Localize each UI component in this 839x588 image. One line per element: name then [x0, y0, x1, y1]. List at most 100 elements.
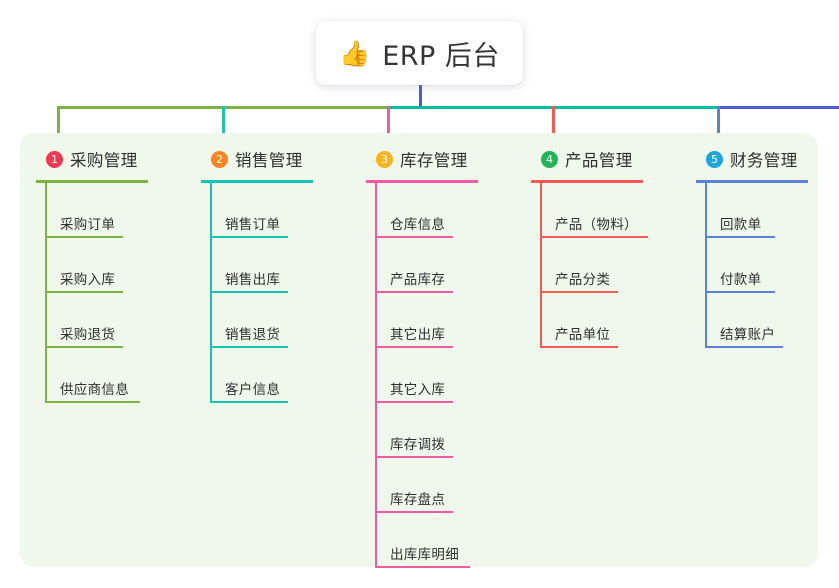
branch-badge-inventory: 3 [376, 150, 393, 168]
leaf-item-label: 销售订单 [225, 217, 281, 233]
leaf-item-rule [45, 291, 123, 293]
leaf-item[interactable]: 其它入库 [366, 348, 516, 403]
branch-title-finance: 财务管理 [730, 151, 798, 170]
leaf-item[interactable]: 其它出库 [366, 293, 516, 348]
leaf-item-rule [705, 236, 775, 238]
leaf-item-label: 采购订单 [60, 217, 116, 233]
branch-children-finance: 回款单付款单结算账户 [696, 183, 839, 348]
leaf-item[interactable]: 采购入库 [36, 238, 186, 293]
root-node[interactable]: 👍 ERP 后台 [316, 21, 523, 85]
leaf-item-label: 库存盘点 [390, 492, 446, 508]
leaf-item-rule [540, 346, 618, 348]
thumbs-up-icon: 👍 [339, 38, 371, 68]
branch-spine-purchase [45, 183, 47, 403]
leaf-item-rule [45, 346, 123, 348]
branch-children-inventory: 仓库信息产品库存其它出库其它入库库存调拨库存盘点出库库明细 [366, 183, 516, 568]
leaf-item-label: 采购退货 [60, 327, 116, 343]
leaf-item[interactable]: 仓库信息 [366, 183, 516, 238]
branch-title-sales: 销售管理 [235, 151, 303, 170]
leaf-item[interactable]: 销售订单 [201, 183, 351, 238]
leaf-item-rule [375, 346, 453, 348]
branch-header-sales[interactable]: 2 销售管理 [201, 146, 351, 172]
leaf-item-rule [210, 401, 288, 403]
leaf-item[interactable]: 采购退货 [36, 293, 186, 348]
leaf-item[interactable]: 销售出库 [201, 238, 351, 293]
leaf-item[interactable]: 库存调拨 [366, 403, 516, 458]
leaf-item-label: 其它入库 [390, 382, 446, 398]
branch-spine-product [540, 183, 542, 348]
leaf-item[interactable]: 库存盘点 [366, 458, 516, 513]
leaf-item[interactable]: 销售退货 [201, 293, 351, 348]
leaf-item[interactable]: 产品单位 [531, 293, 686, 348]
leaf-item[interactable]: 回款单 [696, 183, 839, 238]
root-node-content: 👍 ERP 后台 [339, 34, 500, 73]
leaf-item-rule [210, 346, 288, 348]
leaf-item-label: 产品分类 [555, 272, 611, 288]
leaf-item-label: 销售出库 [225, 272, 281, 288]
leaf-item[interactable]: 采购订单 [36, 183, 186, 238]
branch-header-rule-inventory [366, 180, 478, 183]
leaf-item-label: 产品（物料） [555, 217, 638, 233]
leaf-item-label: 客户信息 [225, 382, 281, 398]
branch-column-inventory: 3 库存管理仓库信息产品库存其它出库其它入库库存调拨库存盘点出库库明细 [366, 146, 516, 568]
branch-title-product: 产品管理 [565, 151, 633, 170]
leaf-item[interactable]: 产品分类 [531, 238, 686, 293]
drop-connector-inventory [387, 106, 390, 145]
leaf-item-label: 仓库信息 [390, 217, 446, 233]
branch-header-rule-sales [201, 180, 313, 183]
root-title: ERP 后台 [382, 40, 500, 72]
branch-title-inventory: 库存管理 [400, 151, 468, 170]
leaf-item[interactable]: 结算账户 [696, 293, 839, 348]
leaf-item-label: 采购入库 [60, 272, 116, 288]
leaf-item-rule [375, 236, 453, 238]
branch-badge-purchase: 1 [46, 150, 63, 168]
leaf-item-label: 出库库明细 [390, 547, 459, 563]
branch-badge-sales: 2 [211, 150, 228, 168]
leaf-item-label: 产品库存 [390, 272, 446, 288]
leaf-item-label: 产品单位 [555, 327, 611, 343]
leaf-item-label: 回款单 [720, 217, 762, 233]
branch-header-rule-purchase [36, 180, 148, 183]
leaf-item[interactable]: 产品库存 [366, 238, 516, 293]
leaf-item-rule [210, 291, 288, 293]
leaf-item-rule [45, 401, 140, 403]
branch-spine-finance [705, 183, 707, 348]
leaf-item[interactable]: 产品（物料） [531, 183, 686, 238]
leaf-item-label: 供应商信息 [60, 382, 129, 398]
branch-spine-inventory [375, 183, 377, 568]
leaf-item-rule [375, 401, 453, 403]
leaf-item-rule [540, 291, 618, 293]
branch-children-sales: 销售订单销售出库销售退货客户信息 [201, 183, 351, 403]
leaf-item-rule [210, 236, 288, 238]
branches-panel: 1 采购管理采购订单采购入库采购退货供应商信息 2 销售管理销售订单销售出库销售退货客… [20, 133, 818, 568]
leaf-item[interactable]: 供应商信息 [36, 348, 186, 403]
leaf-item-rule [375, 566, 470, 568]
branch-header-rule-product [531, 180, 643, 183]
drop-connector-purchase [57, 106, 60, 145]
branch-column-purchase: 1 采购管理采购订单采购入库采购退货供应商信息 [36, 146, 186, 403]
branch-spine-sales [210, 183, 212, 403]
leaf-item[interactable]: 客户信息 [201, 348, 351, 403]
branch-title-purchase: 采购管理 [70, 151, 138, 170]
branch-header-purchase[interactable]: 1 采购管理 [36, 146, 186, 172]
leaf-item[interactable]: 付款单 [696, 238, 839, 293]
leaf-item-rule [45, 236, 123, 238]
branch-header-inventory[interactable]: 3 库存管理 [366, 146, 516, 172]
leaf-item-label: 销售退货 [225, 327, 281, 343]
leaf-item-rule [540, 236, 648, 238]
leaf-item-rule [375, 456, 453, 458]
branch-children-product: 产品（物料） 产品分类产品单位 [531, 183, 686, 348]
leaf-item-rule [375, 511, 453, 513]
branch-column-sales: 2 销售管理销售订单销售出库销售退货客户信息 [201, 146, 351, 403]
leaf-item-rule [705, 346, 783, 348]
bus-segment-indigo [718, 106, 839, 109]
drop-connector-product [552, 106, 555, 145]
branch-header-rule-finance [696, 180, 808, 183]
leaf-item[interactable]: 出库库明细 [366, 513, 516, 568]
root-trunk-connector [419, 85, 422, 108]
